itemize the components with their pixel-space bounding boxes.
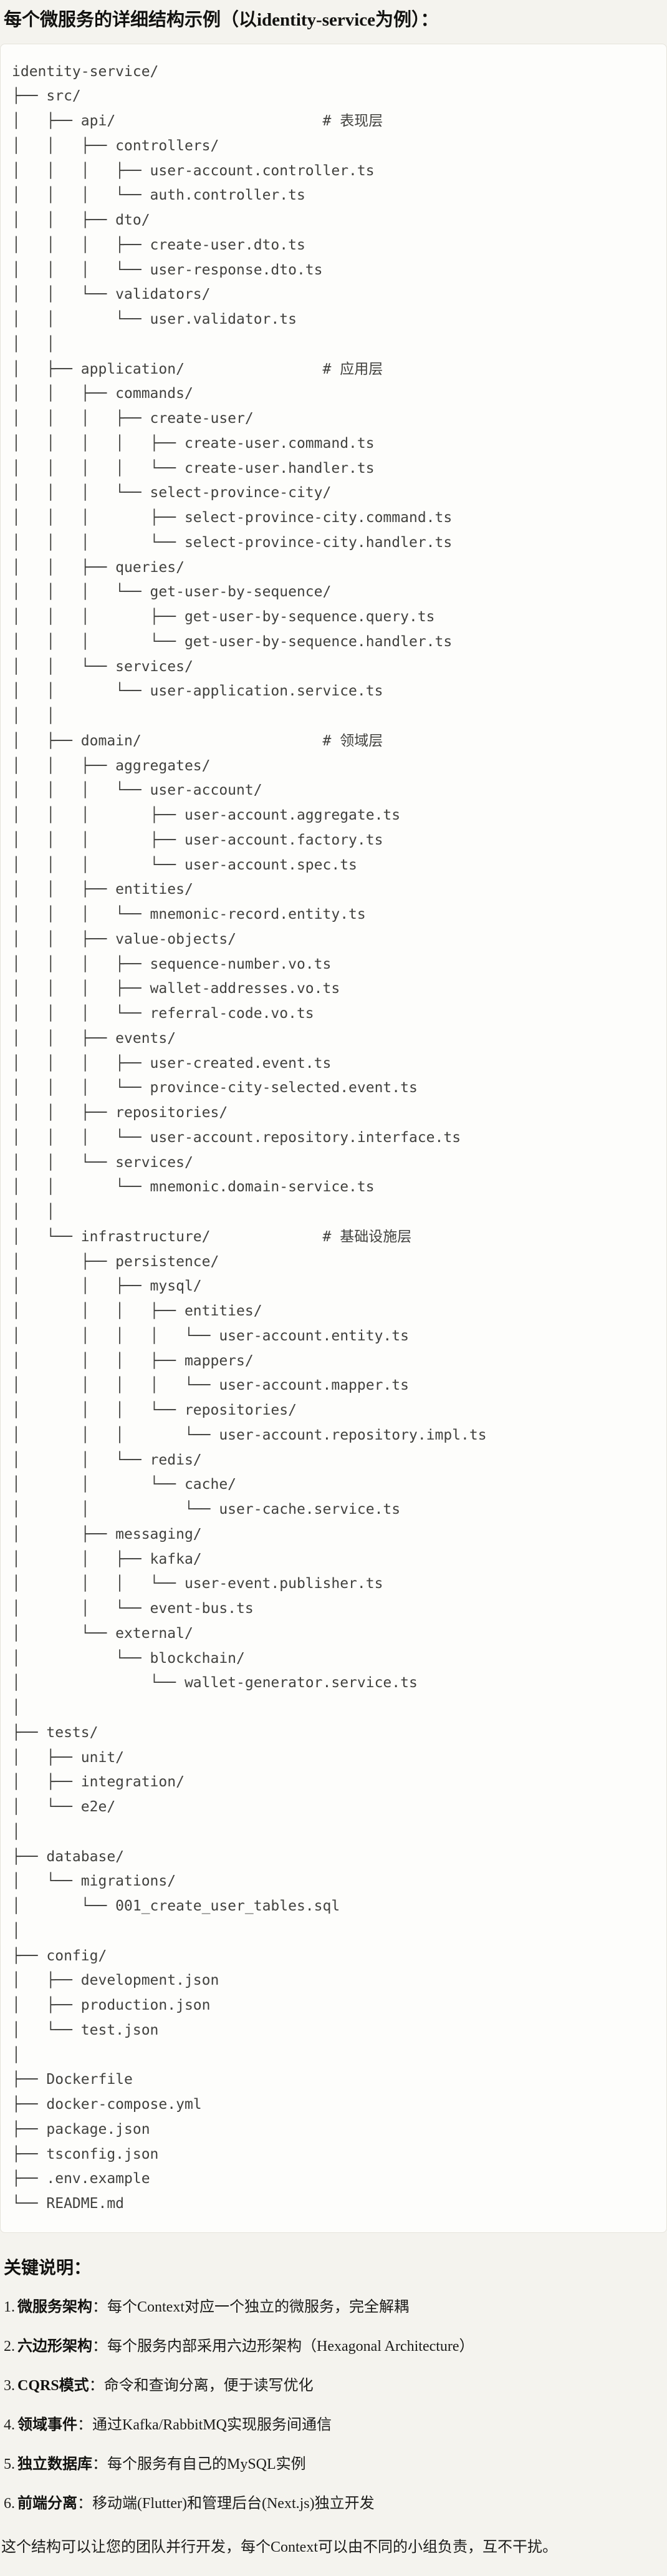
list-item-colon: ： <box>92 2456 107 2472</box>
list-item-number: 4. <box>4 2416 15 2433</box>
list-item-number: 5. <box>4 2456 15 2472</box>
list-item-number: 2. <box>4 2338 15 2355</box>
list-item-description: 移动端(Flutter)和管理后台(Next.js)独立开发 <box>92 2495 375 2512</box>
notes-list: 1.微服务架构：每个Context对应一个独立的微服务，完全解耦 2.六边形架构… <box>4 2296 663 2515</box>
notes-heading: 关键说明： <box>4 2258 92 2278</box>
list-item-term: 独立数据库 <box>17 2456 92 2472</box>
list-item-independent-db: 5.独立数据库：每个服务有自己的MySQL实例 <box>4 2453 663 2476</box>
list-item-term: 六边形架构 <box>17 2338 92 2355</box>
list-item-term: CQRS模式 <box>17 2377 89 2394</box>
list-item-description: 命令和查询分离，便于读写优化 <box>103 2377 314 2394</box>
list-item-hexagonal: 2.六边形架构：每个服务内部采用六边形架构（Hexagonal Architec… <box>4 2335 663 2358</box>
list-item-colon: ： <box>92 2338 107 2355</box>
list-item-colon: ： <box>77 2416 92 2433</box>
list-item-frontend-split: 6.前端分离：移动端(Flutter)和管理后台(Next.js)独立开发 <box>4 2492 663 2515</box>
list-item-term: 微服务架构 <box>17 2298 92 2315</box>
list-item-term: 领域事件 <box>17 2416 77 2433</box>
list-item-cqrs: 3.CQRS模式：命令和查询分离，便于读写优化 <box>4 2375 663 2397</box>
list-item-colon: ： <box>77 2495 92 2512</box>
list-item-description: 每个服务内部采用六边形架构（Hexagonal Architecture） <box>107 2338 474 2355</box>
list-item-domain-events: 4.领域事件：通过Kafka/RabbitMQ实现服务间通信 <box>4 2414 663 2436</box>
list-item-colon: ： <box>92 2298 107 2315</box>
list-item-number: 3. <box>4 2377 15 2394</box>
list-item-term: 前端分离 <box>17 2495 77 2512</box>
list-item-description: 每个服务有自己的MySQL实例 <box>107 2456 306 2472</box>
page-title: 每个微服务的详细结构示例（以identity-service为例）： <box>4 10 439 30</box>
closing-paragraph: 这个结构可以让您的团队并行开发，每个Context可以由不同的小组负责，互不干扰… <box>1 2539 557 2555</box>
list-item-number: 6. <box>4 2495 15 2512</box>
directory-tree: identity-service/ ├── src/ │ ├── api/ # … <box>12 63 487 2212</box>
list-item-colon: ： <box>89 2377 104 2394</box>
list-item-microservice: 1.微服务架构：每个Context对应一个独立的微服务，完全解耦 <box>4 2296 663 2318</box>
list-item-description: 每个Context对应一个独立的微服务，完全解耦 <box>107 2298 409 2315</box>
list-item-number: 1. <box>4 2298 15 2315</box>
directory-tree-code-block: identity-service/ ├── src/ │ ├── api/ # … <box>0 43 667 2233</box>
list-item-description: 通过Kafka/RabbitMQ实现服务间通信 <box>92 2416 332 2433</box>
